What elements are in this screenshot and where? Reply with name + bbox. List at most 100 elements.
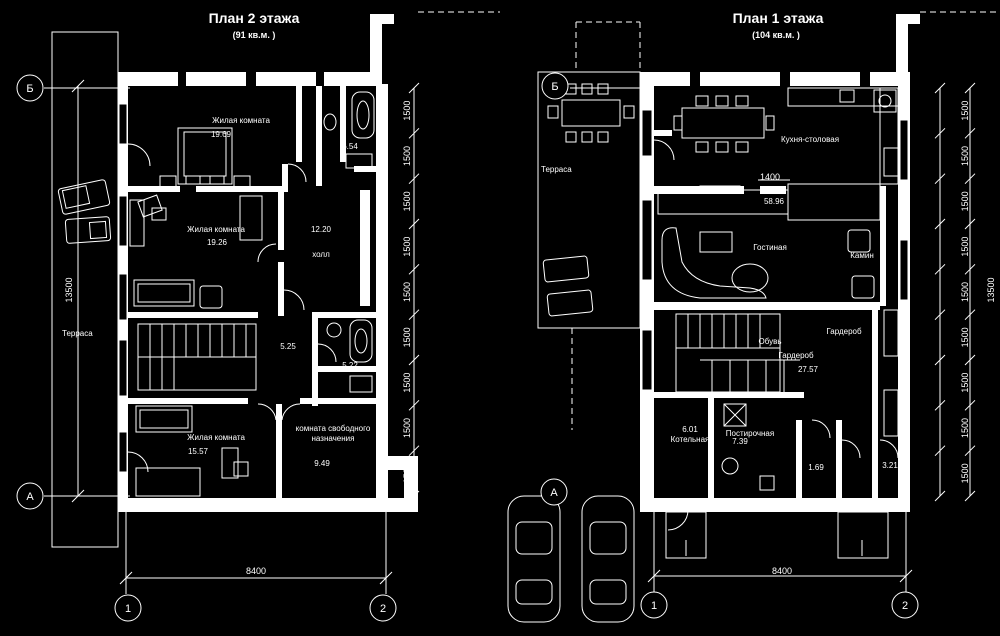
segment-dim-label: 1500: [402, 237, 412, 257]
dim-tick: [408, 173, 420, 185]
segment-dim-label: 1500: [960, 237, 970, 257]
dim-tick: [934, 354, 946, 366]
dim-tick: [408, 263, 420, 275]
f1-wardrobe2-name: Гардероб: [778, 351, 814, 360]
f1-axis-b-label: Б: [551, 81, 558, 93]
dim-tick: [408, 309, 420, 321]
f2-axis-2: [369, 594, 397, 622]
f2-axis-2-label: 2: [380, 603, 386, 615]
dim-tick: [964, 263, 976, 275]
segment-dim-label: 1500: [402, 101, 412, 121]
dim-tick: [964, 309, 976, 321]
f1-wc-area: 1.69: [808, 463, 824, 472]
f1-axis-a-label: А: [550, 487, 558, 499]
f2-room1-area: 19.69: [211, 130, 232, 139]
dim-tick: [964, 399, 976, 411]
f2-room6-area: 5.22: [342, 361, 358, 370]
f1-axis-2: [891, 591, 919, 619]
f2-room8-area: 9.49: [314, 459, 330, 468]
segment-dim-label: 1500: [960, 282, 970, 302]
f2-height-dim: 13500: [64, 277, 74, 302]
dim-tick: [934, 399, 946, 411]
dim-tick: [934, 445, 946, 457]
f1-kitchen-name: Кухня-столовая: [781, 135, 839, 144]
f2-axis-a: [16, 482, 44, 510]
f1-height-dim: 13500: [986, 277, 996, 302]
floor1-stairs: [675, 313, 800, 393]
segment-dim-label: 1500: [402, 463, 412, 483]
f1-closet-area: 3.21: [882, 461, 898, 470]
f1-laundry-name: Постирочная: [726, 429, 774, 438]
dim-tick: [934, 173, 946, 185]
f1-terrace-name: Терраса: [541, 165, 572, 174]
f2-axis-b-label: Б: [26, 83, 33, 95]
floor2-plan: План 2 этажа (91 кв.м. ): [16, 10, 500, 622]
f1-fireplace-name: Камин: [850, 251, 874, 260]
f2-room7-name: Жилая комната: [187, 433, 245, 442]
dim-tick: [934, 490, 946, 502]
f2-room2-area: 6.54: [342, 142, 358, 151]
dim-tick: [408, 127, 420, 139]
dim-tick: [408, 490, 420, 502]
segment-dim-label: 1500: [402, 327, 412, 347]
dim-tick: [964, 354, 976, 366]
dim-tick: [408, 354, 420, 366]
f1-living-area: 58.96: [764, 197, 785, 206]
dim-tick: [934, 263, 946, 275]
dim-tick: [964, 127, 976, 139]
dim-tick: [964, 173, 976, 185]
f1-shoes-name: Обувь: [758, 337, 781, 346]
floor1-plan: План 1 этажа (104 кв.м. ): [507, 10, 1000, 623]
f2-room7-area: 15.57: [188, 447, 209, 456]
f2-room1-name: Жилая комната: [212, 116, 270, 125]
f1-axis-b: [541, 72, 569, 100]
f1-fireplace-dim: 1400: [760, 172, 780, 182]
f2-axis-b: [16, 74, 44, 102]
f1-axis-a: [540, 478, 568, 506]
f1-boiler-area: 6.01: [682, 425, 698, 434]
dim-tick: [964, 490, 976, 502]
f2-hall-area: 12.20: [311, 225, 332, 234]
dim-tick: [408, 445, 420, 457]
dim-tick: [934, 127, 946, 139]
f1-axis-1: [640, 591, 668, 619]
dim-tick: [934, 218, 946, 230]
f1-axis-2-label: 2: [902, 600, 908, 612]
floor1-area: (104 кв.м. ): [752, 30, 800, 40]
dim-tick: [934, 82, 946, 94]
f1-living-name: Гостиная: [753, 243, 787, 252]
segment-dim-label: 1500: [960, 327, 970, 347]
dim-tick: [964, 218, 976, 230]
segment-dim-label: 1500: [402, 373, 412, 393]
car-1: [507, 495, 561, 623]
segment-dim-label: 1500: [402, 191, 412, 211]
f2-room3-area: 19.26: [207, 238, 228, 247]
segment-dim-label: 1500: [960, 191, 970, 211]
f2-width-dim: 8400: [246, 566, 266, 576]
f1-laundry-area: 7.39: [732, 437, 748, 446]
segment-dim-label: 1500: [402, 146, 412, 166]
f1-width-dim: 8400: [772, 566, 792, 576]
dim-tick: [408, 399, 420, 411]
segment-dim-label: 1500: [402, 418, 412, 438]
f1-axis-1-label: 1: [651, 600, 657, 612]
segment-dim-label: 1500: [960, 418, 970, 438]
f1-boiler-name: Котельная: [671, 435, 710, 444]
f2-hall-name: холл: [312, 250, 330, 259]
floor2-terrace: [51, 31, 119, 548]
f1-hall-area: 27.57: [798, 365, 819, 374]
segment-dim-label: 1500: [960, 463, 970, 483]
f2-axis-a-label: А: [26, 491, 34, 503]
segment-dim-label: 1500: [402, 282, 412, 302]
segment-dim-label: 1500: [960, 101, 970, 121]
dim-tick: [408, 218, 420, 230]
f2-room5-area: 5.25: [280, 342, 296, 351]
f1-wardrobe1-name: Гардероб: [826, 327, 862, 336]
floor2-stairs: [137, 323, 257, 391]
f2-room8-name: комната свободного назначения: [295, 424, 371, 443]
dim-tick: [408, 82, 420, 94]
segment-dim-label: 1500: [960, 146, 970, 166]
segment-dim-label: 1500: [960, 373, 970, 393]
floor2-title: План 2 этажа: [209, 10, 300, 26]
